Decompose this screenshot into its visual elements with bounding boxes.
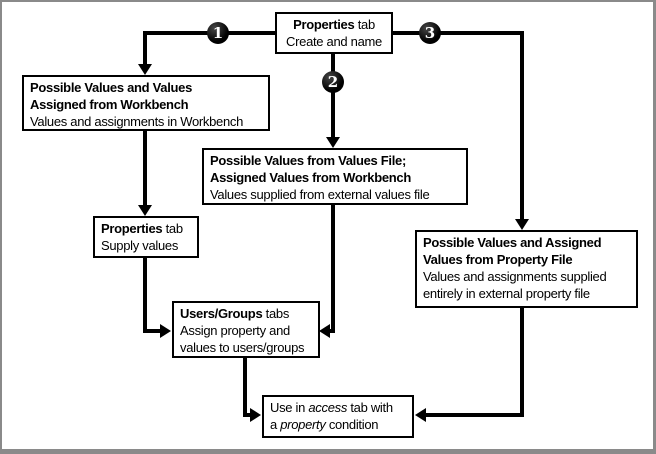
text-segment: a: [270, 417, 281, 432]
connector-create-to-propertyfile-vertical: [520, 31, 524, 220]
node-body: a property condition: [270, 416, 406, 433]
node-title-bold: Properties: [101, 221, 163, 236]
connector-create-to-propertyfile-horizontal: [390, 31, 524, 35]
node-title: Properties tab: [101, 220, 191, 237]
node-body: Use in access tab with: [270, 399, 406, 416]
node-title-rest: tabs: [262, 306, 290, 321]
connector-workbench-to-supply-vertical: [143, 129, 147, 206]
step-3-badge: 3: [419, 22, 441, 44]
node-body: values to users/groups: [180, 340, 305, 355]
node-values-file: Possible Values from Values File; Assign…: [202, 148, 468, 205]
italic-access: access: [308, 400, 348, 415]
node-properties-supply: Properties tab Supply values: [93, 216, 199, 258]
node-workbench-values: Possible Values and Values Assigned from…: [22, 75, 270, 131]
text-segment: tab with: [347, 400, 393, 415]
node-title-bold: Properties: [293, 17, 355, 32]
node-properties-create: Properties tab Create and name: [275, 12, 393, 54]
node-title-line: Possible Values and Assigned: [423, 235, 602, 250]
node-access-condition: Use in access tab with a property condit…: [262, 395, 414, 438]
node-body: Create and name: [286, 34, 382, 49]
node-title: Properties tab: [283, 16, 385, 33]
connector-propertyfile-to-access-horizontal: [426, 413, 524, 417]
arrowhead-into-supply-icon: [138, 205, 152, 216]
arrowhead-into-access-right-icon: [415, 408, 426, 422]
connector-create-to-valuesfile-vertical: [331, 54, 335, 138]
node-title-rest: tab: [354, 17, 375, 32]
node-body: Values and assignments in Workbench: [30, 114, 244, 129]
node-property-file: Possible Values and Assigned Values from…: [415, 230, 638, 308]
node-body: Supply values: [101, 238, 179, 253]
connector-propertyfile-to-access-vertical: [520, 307, 524, 417]
node-title-rest: tab: [162, 221, 183, 236]
arrowhead-into-access-left-icon: [250, 408, 261, 422]
connector-supply-to-users-horizontal: [143, 329, 161, 333]
node-body: Values and assignments supplied: [423, 269, 607, 284]
step-1-badge: 1: [207, 22, 229, 44]
connector-valuesfile-to-users-horizontal: [329, 329, 335, 333]
node-body: Values supplied from external values fil…: [210, 187, 430, 202]
node-users-groups: Users/Groups tabs Assign property and va…: [172, 301, 320, 358]
arrowhead-into-users-left-icon: [160, 324, 171, 338]
italic-property: property: [280, 417, 326, 432]
connector-users-to-access-horizontal: [243, 413, 251, 417]
connector-create-to-workbench-vertical: [143, 31, 147, 65]
connector-supply-to-users-vertical: [143, 258, 147, 333]
step-2-badge: 2: [322, 71, 344, 93]
node-title-line: Values from Property File: [423, 252, 573, 267]
node-title-line: Assigned from Workbench: [30, 97, 189, 112]
node-title-line: Assigned Values from Workbench: [210, 170, 411, 185]
node-title: Users/Groups tabs: [180, 305, 312, 322]
connector-valuesfile-to-users-vertical: [331, 204, 335, 333]
node-title-line: Possible Values and Values: [30, 80, 193, 95]
arrowhead-into-valuesfile-icon: [326, 137, 340, 148]
node-title-line: Possible Values from Values File;: [210, 153, 407, 168]
node-body: entirely in external property file: [423, 286, 590, 301]
arrowhead-into-propertyfile-icon: [515, 219, 529, 230]
text-segment: Use in: [270, 400, 309, 415]
arrowhead-into-users-right-icon: [319, 324, 330, 338]
node-title-bold: Users/Groups: [180, 306, 263, 321]
node-body: Assign property and: [180, 323, 290, 338]
arrowhead-into-workbench-icon: [138, 64, 152, 75]
text-segment: condition: [325, 417, 379, 432]
connector-users-to-access-vertical: [243, 358, 247, 417]
